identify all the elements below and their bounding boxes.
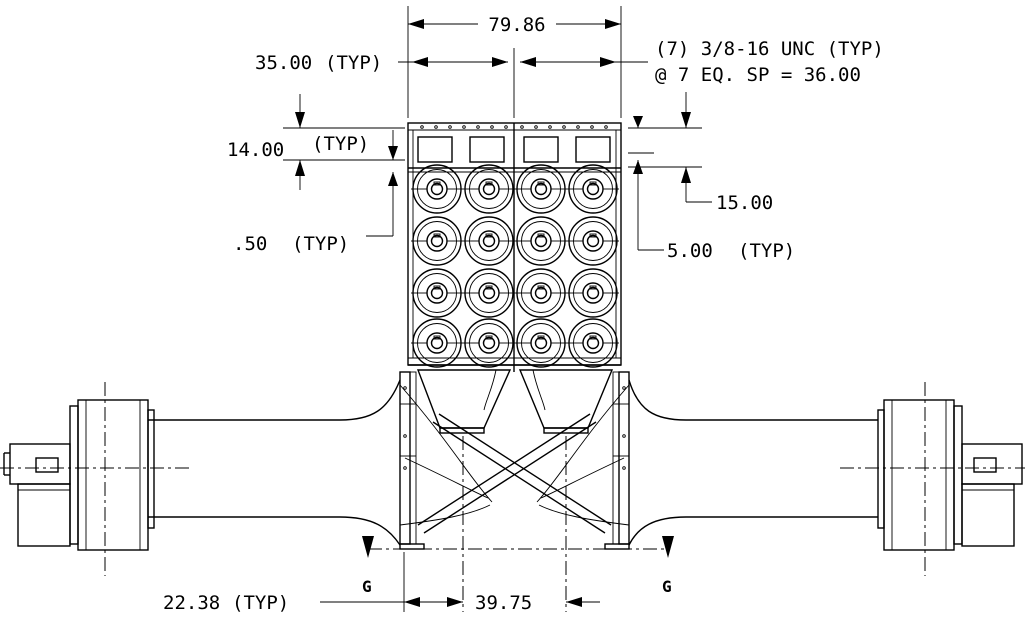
- flange-offset-dimension: [366, 130, 398, 237]
- hopper-section: [408, 364, 621, 434]
- top-section-height-value: 14.00: [227, 139, 284, 161]
- leg-offset-typ: (TYP): [232, 592, 289, 614]
- hole-spec-line1: (7) 3/8-16 UNC (TYP): [655, 38, 884, 60]
- overall-width-value: 79.86: [488, 14, 545, 36]
- hole-spec-line2: @ 7 EQ. SP = 36.00: [655, 64, 861, 86]
- flange-offset-value: .50: [233, 233, 267, 255]
- top-section-height-dimension: [283, 94, 405, 190]
- left-fan-assembly: [3, 399, 155, 551]
- right-gap-typ: (TYP): [738, 240, 795, 262]
- right-fan-assembly: [877, 399, 1023, 551]
- leg-offset-dimension: [320, 552, 463, 612]
- module-width-typ: (TYP): [325, 52, 382, 74]
- right-gap-value: 5.00: [667, 240, 713, 262]
- hopper-spacing-value: 39.75: [475, 592, 532, 614]
- right-duct: [536, 379, 878, 546]
- flange-offset-typ: (TYP): [292, 233, 349, 255]
- section-label-right: G: [662, 577, 672, 596]
- module-width-value: 35.00: [255, 52, 312, 74]
- leg-offset-value: 22.38: [163, 592, 220, 614]
- module-width-dimension: [398, 48, 648, 118]
- section-cut-line: [362, 536, 674, 558]
- right-flange-height-dimension: [628, 92, 712, 203]
- right-gap-dimension: [628, 116, 664, 251]
- hopper-spacing-dimension: [566, 597, 600, 607]
- section-label-left: G: [362, 577, 372, 596]
- left-duct: [148, 379, 493, 546]
- support-structure: [399, 371, 630, 550]
- filter-cartridge-grid: [410, 164, 620, 368]
- right-flange-height-value: 15.00: [716, 192, 773, 214]
- top-section-height-typ: (TYP): [312, 133, 369, 155]
